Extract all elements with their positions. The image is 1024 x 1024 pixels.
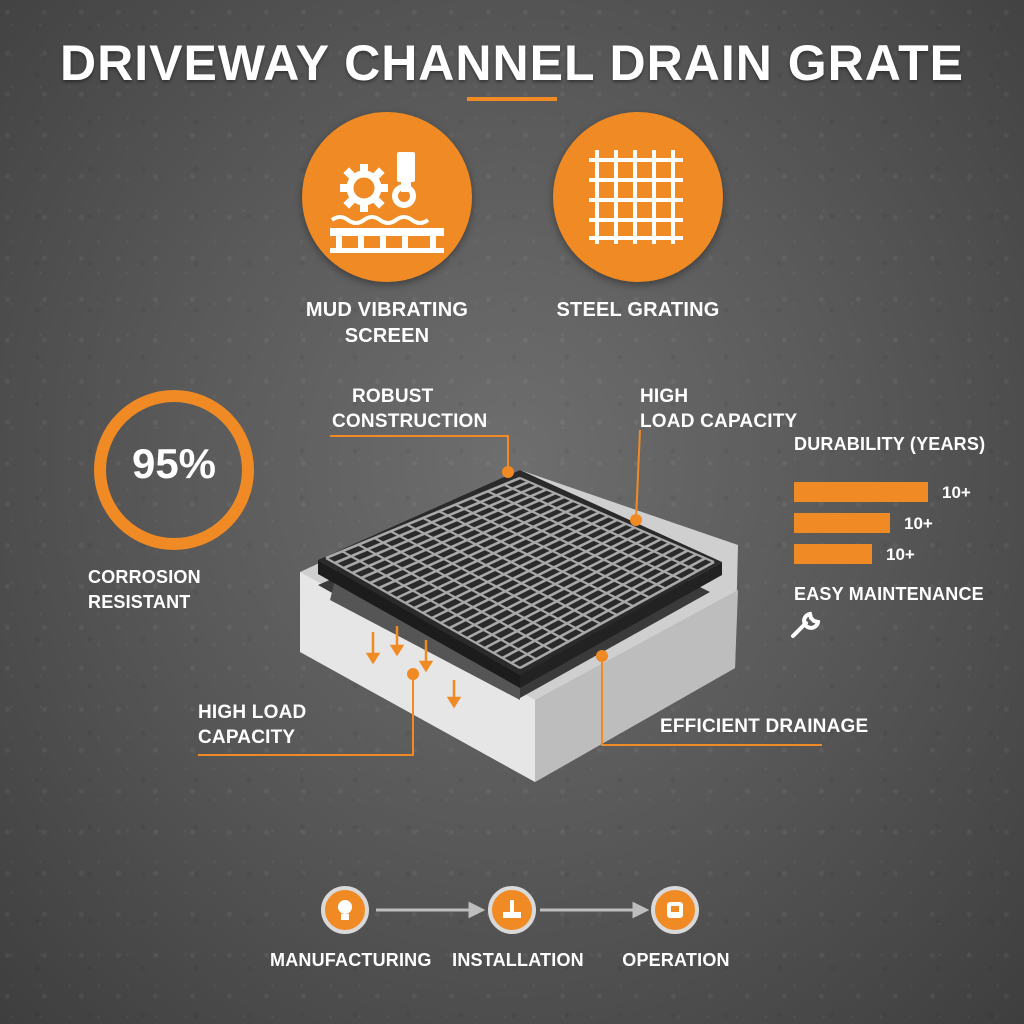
grate-bar <box>487 490 683 581</box>
durability-bar-value: 10+ <box>942 483 971 502</box>
grate-bar <box>373 537 570 643</box>
durability-bar-value: 10+ <box>904 514 933 533</box>
page-title: DRIVEWAY CHANNEL DRAIN GRATE <box>59 35 965 91</box>
grate-bar <box>325 557 521 669</box>
grate-bar <box>454 503 650 599</box>
callout-line1: HIGH LOAD <box>198 702 307 723</box>
callout-line1: ROBUST <box>352 386 434 407</box>
callout-efficient-drainage: EFFICIENT DRAINAGE <box>660 716 869 737</box>
feature-circle-vibrating-screen <box>302 112 472 282</box>
callout-line1: HIGH <box>640 386 689 407</box>
maintenance-label: EASY MAINTENANCE <box>794 584 984 604</box>
grate-bar <box>519 476 715 564</box>
callout-robust-construction: ROBUST CONSTRUCTION <box>332 384 532 434</box>
step-label-operation: OPERATION <box>622 950 730 970</box>
step-operation <box>651 886 699 934</box>
grate-mesh <box>325 476 715 670</box>
durability-bar <box>794 513 890 533</box>
corrosion-label: CORROSION RESISTANT <box>88 567 201 612</box>
callout-line2: LOAD CAPACITY <box>640 411 798 432</box>
durability-bar-value: 10+ <box>886 545 915 564</box>
durability-bar <box>794 544 872 564</box>
grate-bar <box>390 530 586 634</box>
durability-bar <box>794 482 928 502</box>
callout-high-load-top: HIGH LOAD CAPACITY <box>640 384 840 434</box>
feature-label-vibrating-screen: MUD VIBRATING SCREEN <box>280 297 494 349</box>
feature-label-line1: MUD VIBRATING <box>305 299 469 321</box>
step-label-installation: INSTALLATION <box>452 950 584 970</box>
grate-bar <box>341 550 537 661</box>
grate-bar <box>503 483 699 572</box>
grate-bar <box>422 517 618 616</box>
feature-label-line2: SCREEN <box>344 325 430 347</box>
step-label-manufacturing: MANUFACTURING <box>270 950 432 970</box>
feature-circle-steel-grating <box>553 112 723 282</box>
bulb-icon <box>338 900 352 920</box>
flow-arrows <box>365 626 462 709</box>
callout-high-load-bottom: HIGH LOAD CAPACITY <box>198 700 398 750</box>
step-manufacturing <box>321 886 369 934</box>
grid-icon <box>589 150 683 244</box>
callout-line2: CONSTRUCTION <box>332 411 488 432</box>
gears-machine-icon <box>330 152 444 253</box>
grate-bar <box>357 543 553 652</box>
corrosion-value: 95% <box>131 440 217 487</box>
grate-bar <box>406 523 602 625</box>
wrench-icon <box>791 611 821 638</box>
machine-icon <box>667 902 683 918</box>
title-underline <box>467 97 557 101</box>
feature-label-steel-grating: STEEL GRATING <box>556 299 720 321</box>
tools-icon <box>503 900 521 918</box>
grate-bar <box>471 497 666 590</box>
step-installation <box>488 886 536 934</box>
grate-bar <box>438 510 634 608</box>
durability-title: DURABILITY (YEARS) <box>794 434 986 454</box>
callout-line2: CAPACITY <box>198 727 296 748</box>
